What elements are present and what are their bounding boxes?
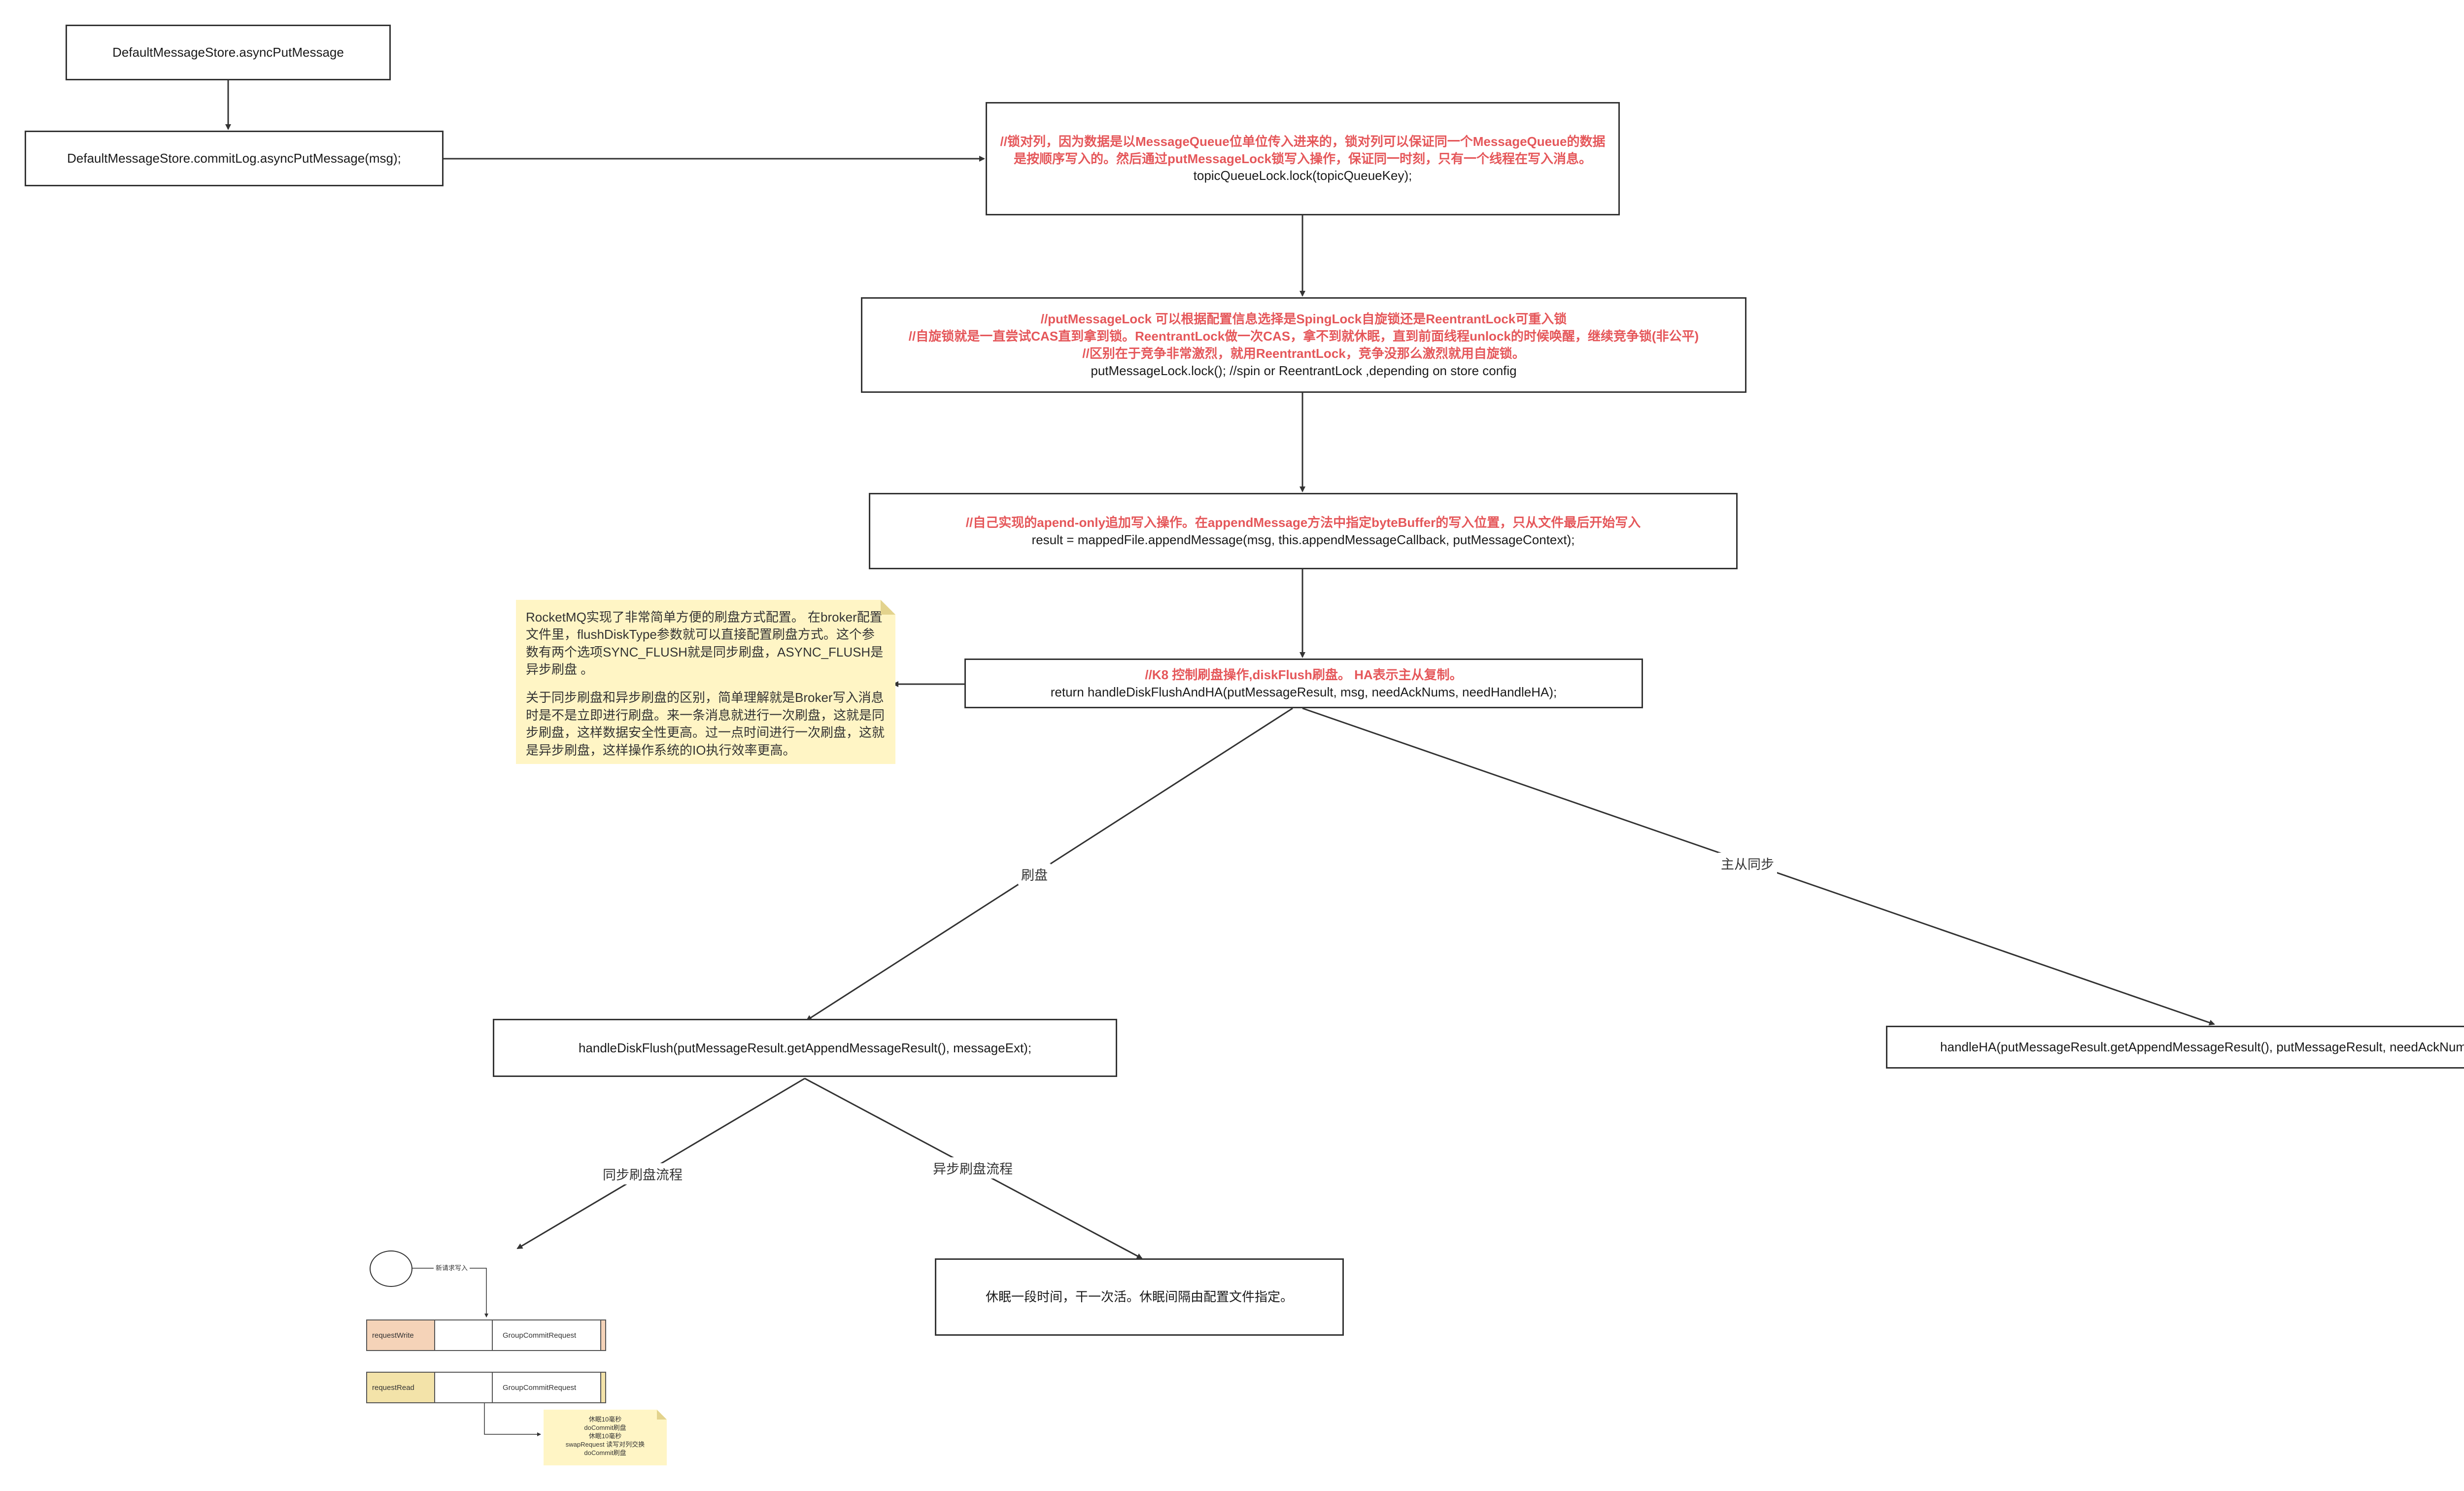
edge-label-sync-flow: 同步刷盘流程	[600, 1163, 685, 1184]
node-text: DefaultMessageStore.asyncPutMessage	[112, 45, 344, 60]
node-commitlog-async-put-message: DefaultMessageStore.commitLog.asyncPutMe…	[25, 131, 444, 186]
edge-label-async-flow: 异步刷盘流程	[930, 1157, 1016, 1179]
node-text: handleDiskFlush(putMessageResult.getAppe…	[578, 1040, 1032, 1055]
queue-label: requestRead	[366, 1372, 435, 1403]
edge-label-master-slave: 主从同步	[1718, 853, 1777, 874]
flush-config-note: RocketMQ实现了非常简单方便的刷盘方式配置。 在broker配置文件里，f…	[516, 600, 895, 764]
node-handle-disk-flush-and-ha: //K8 控制刷盘操作,diskFlush刷盘。 HA表示主从复制。 retur…	[964, 659, 1643, 708]
node-append-message: //自己实现的apend-only追加写入操作。在appendMessage方法…	[869, 493, 1738, 569]
comment-text: //自己实现的apend-only追加写入操作。在appendMessage方法…	[965, 515, 1641, 530]
edge-read-to-note	[484, 1403, 541, 1436]
queue-slot	[435, 1319, 493, 1351]
comment-line-2: //自旋锁就是一直尝试CAS直到拿到锁。ReentrantLock做一次CAS，…	[908, 329, 1699, 344]
new-request-label: 新请求写入	[434, 1263, 470, 1272]
code-text: return handleDiskFlushAndHA(putMessageRe…	[1050, 684, 1557, 699]
queue-end	[601, 1372, 606, 1403]
request-read-queue: requestRead GroupCommitRequest	[366, 1372, 606, 1403]
comment-line-1: //putMessageLock 可以根据配置信息选择是SpingLock自旋锁…	[1040, 312, 1567, 327]
queue-slot	[435, 1372, 493, 1403]
edge-new-request	[412, 1268, 488, 1318]
node-topic-queue-lock: //锁对列，因为数据是以MessageQueue位单位传入进来的，锁对列可以保证…	[986, 102, 1620, 215]
node-async-flush-process: 休眠一段时间，干一次活。休眠间隔由配置文件指定。	[935, 1258, 1344, 1336]
node-put-message-lock: //putMessageLock 可以根据配置信息选择是SpingLock自旋锁…	[861, 297, 1746, 393]
comment-text: //K8 控制刷盘操作,diskFlush刷盘。 HA表示主从复制。	[1145, 667, 1463, 682]
comment-line-3: //区别在于竞争非常激烈，就用ReentrantLock，竞争没那么激烈就用自旋…	[1082, 346, 1525, 361]
node-text: DefaultMessageStore.commitLog.asyncPutMe…	[67, 151, 401, 166]
edge-label-flush: 刷盘	[1018, 864, 1051, 885]
note-paragraph-2: 关于同步刷盘和异步刷盘的区别，简单理解就是Broker写入消息时是不是立即进行刷…	[526, 690, 885, 758]
step-line-4: swapRequest 读写对列交换	[565, 1440, 645, 1448]
node-text: 休眠一段时间，干一次活。休眠间隔由配置文件指定。	[985, 1289, 1293, 1305]
code-text: putMessageLock.lock(); //spin or Reentra…	[1091, 363, 1517, 378]
request-write-queue: requestWrite GroupCommitRequest	[366, 1319, 606, 1351]
comment-text: //锁对列，因为数据是以MessageQueue位单位传入进来的，锁对列可以保证…	[1000, 134, 1606, 166]
code-text: topicQueueLock.lock(topicQueueKey);	[1193, 168, 1412, 183]
node-text: handleHA(putMessageResult.getAppendMessa…	[1940, 1040, 2464, 1055]
step-line-5: doCommit刷盘	[584, 1449, 626, 1456]
node-handle-ha: handleHA(putMessageResult.getAppendMessa…	[1886, 1026, 2464, 1069]
code-text: result = mappedFile.appendMessage(msg, t…	[1031, 532, 1575, 547]
node-async-put-message: DefaultMessageStore.asyncPutMessage	[66, 25, 391, 80]
queue-label: requestWrite	[366, 1319, 435, 1351]
sync-flush-steps-note: 休眠10毫秒 doCommit刷盘 休眠10毫秒 swapRequest 读写对…	[544, 1410, 667, 1465]
note-paragraph-1: RocketMQ实现了非常简单方便的刷盘方式配置。 在broker配置文件里，f…	[526, 610, 884, 677]
queue-item: GroupCommitRequest	[493, 1372, 601, 1403]
start-circle	[370, 1250, 412, 1287]
queue-end	[601, 1319, 606, 1351]
node-handle-disk-flush: handleDiskFlush(putMessageResult.getAppe…	[493, 1019, 1117, 1077]
step-line-1: 休眠10毫秒	[588, 1416, 622, 1423]
step-line-3: 休眠10毫秒	[588, 1432, 622, 1440]
step-line-2: doCommit刷盘	[584, 1423, 626, 1431]
queue-item: GroupCommitRequest	[493, 1319, 601, 1351]
